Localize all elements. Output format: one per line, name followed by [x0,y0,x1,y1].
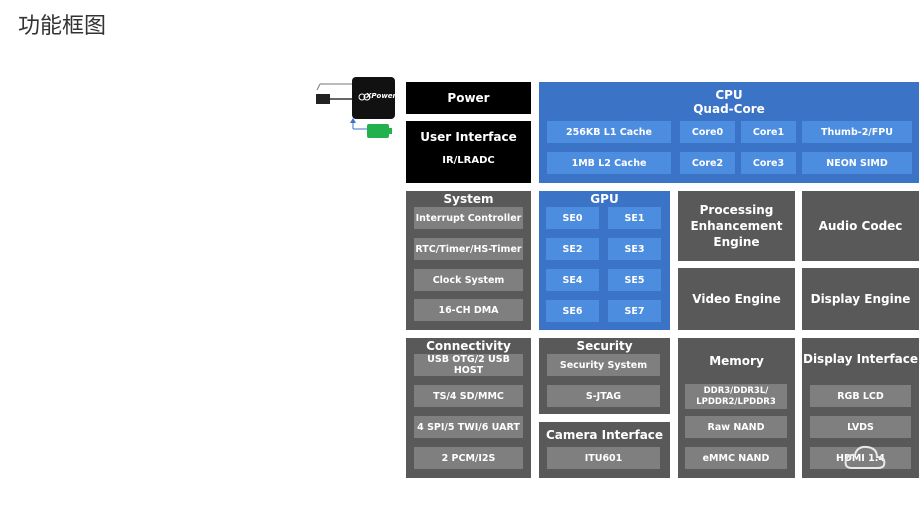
cpu-neon-simd: NEON SIMD [802,152,912,174]
cpu-subtitle: Quad-Core [693,102,765,116]
gpu-se0: SE0 [546,207,599,229]
cpu-title: CPU [715,88,743,102]
video-engine-block: Video Engine [678,268,795,330]
gpu-se4: SE4 [546,269,599,291]
cloud-watermark-icon [844,445,886,469]
security-system: Security System [547,354,660,376]
display-lvds: LVDS [810,416,911,438]
cpu-core1: Core1 [741,121,796,143]
security-title: Security [576,339,633,353]
memory-title: Memory [709,354,764,368]
gpu-title: GPU [590,192,619,206]
memory-ddr: DDR3/DDR3L/ LPDDR2/LPDDR3 [685,384,787,409]
user-interface-title: User Interface [420,130,517,144]
gpu-se5: SE5 [608,269,661,291]
cpu-l2-cache: 1MB L2 Cache [547,152,671,174]
chip-logo-text: XPowers [366,92,401,100]
security-sjtag: S-JTAG [547,385,660,407]
system-dma: 16-CH DMA [414,299,523,321]
connectivity-ts-sd: TS/4 SD/MMC [414,385,523,407]
power-block: Power [406,82,531,114]
processing-engine-label: Processing Enhancement Engine [690,203,783,249]
chip-icon [352,77,395,119]
cpu-block: CPU Quad-Core 256KB L1 Cache Core0 Core1… [539,82,919,183]
cpu-core0: Core0 [680,121,735,143]
system-interrupt-controller: Interrupt Controller [414,207,523,229]
power-label: Power [447,91,490,105]
camera-interface-block: Camera Interface ITU601 [539,422,670,478]
system-title: System [443,192,494,206]
power-ic-illustration [316,77,395,138]
gpu-se7: SE7 [608,300,661,322]
memory-block: Memory DDR3/DDR3L/ LPDDR2/LPDDR3 Raw NAN… [678,338,795,478]
cpu-thumb-fpu: Thumb-2/FPU [802,121,912,143]
connectivity-pcm-i2s: 2 PCM/I2S [414,447,523,469]
display-hdmi: HDMI 1.4 [810,447,911,469]
battery-icon [367,124,389,138]
memory-raw-nand: Raw NAND [685,416,787,438]
cpu-l1-cache: 256KB L1 Cache [547,121,671,143]
cpu-core2: Core2 [680,152,735,174]
audio-codec-block: Audio Codec [802,191,919,261]
page-title: 功能框图 [18,14,107,39]
gpu-se1: SE1 [608,207,661,229]
system-rtc-timer: RTC/Timer/HS-Timer [414,238,523,260]
system-clock: Clock System [414,269,523,291]
camera-itu601: ITU601 [547,447,660,469]
display-interface-block: Display Interface RGB LCD LVDS HDMI 1.4 [802,338,919,478]
display-engine-block: Display Engine [802,268,919,330]
connectivity-title: Connectivity [426,339,511,353]
memory-emmc-nand: eMMC NAND [685,447,787,469]
camera-interface-title: Camera Interface [545,428,664,442]
audio-codec-label: Audio Codec [818,219,903,233]
user-interface-block: User Interface IR/LRADC [406,121,531,183]
display-rgb-lcd: RGB LCD [810,385,911,407]
user-interface-sub: IR/LRADC [442,155,495,166]
connectivity-block: Connectivity USB OTG/2 USB HOST TS/4 SD/… [406,338,531,478]
gpu-se6: SE6 [546,300,599,322]
display-interface-title: Display Interface [802,352,919,366]
plug-icon [316,94,330,104]
gpu-se2: SE2 [546,238,599,260]
connectivity-usb: USB OTG/2 USB HOST [414,354,523,376]
security-block: Security Security System S-JTAG [539,338,670,414]
gpu-se3: SE3 [608,238,661,260]
system-block: System Interrupt Controller RTC/Timer/HS… [406,191,531,330]
cpu-core3: Core3 [741,152,796,174]
display-engine-label: Display Engine [810,292,911,306]
processing-engine-block: Processing Enhancement Engine [678,191,795,261]
connectivity-spi-twi-uart: 4 SPI/5 TWI/6 UART [414,416,523,438]
video-engine-label: Video Engine [692,292,781,306]
gpu-block: GPU SE0 SE1 SE2 SE3 SE4 SE5 SE6 SE7 [539,191,670,330]
